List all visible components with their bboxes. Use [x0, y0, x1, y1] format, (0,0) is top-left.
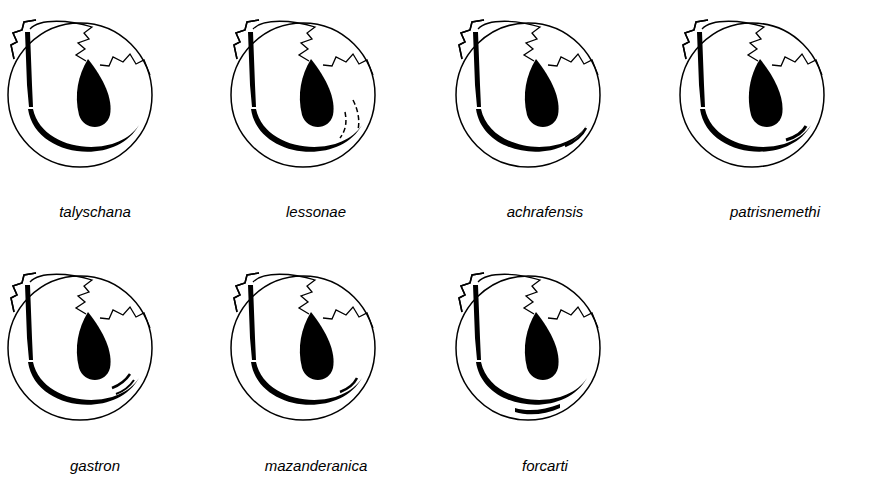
species-name: mazanderanica: [265, 457, 368, 474]
species-name: lessonae: [286, 203, 346, 220]
species-name: forcarti: [522, 457, 568, 474]
species-name: patrisnemethi: [730, 203, 820, 220]
species-name: gastron: [70, 457, 120, 474]
species-name: achrafensis: [507, 203, 584, 220]
species-name: talyschana: [59, 203, 131, 220]
